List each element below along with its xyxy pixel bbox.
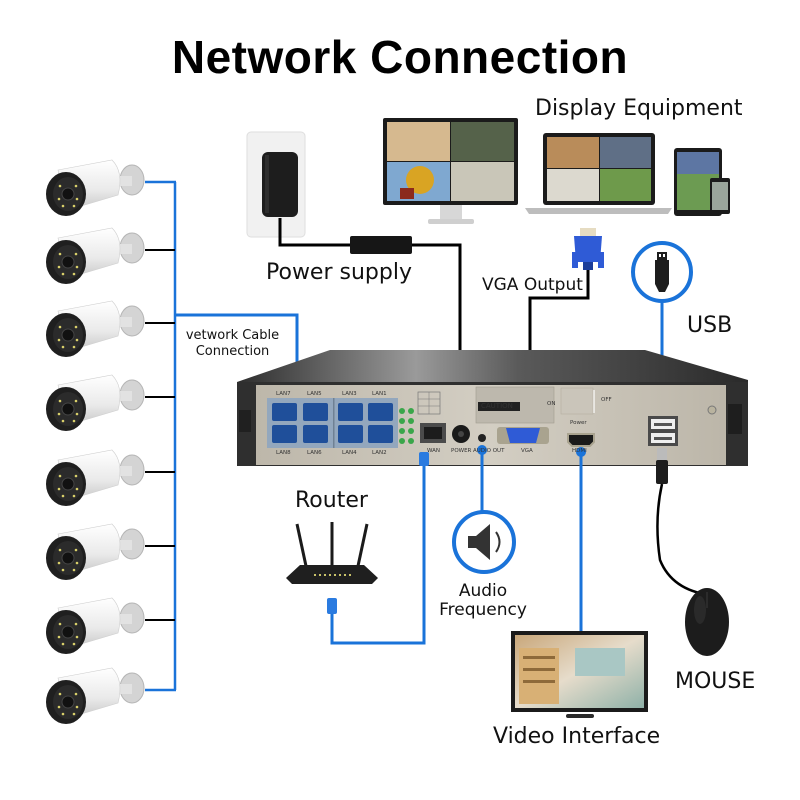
audio-label-line1: Audio (458, 581, 508, 601)
page-title: Network Connection (171, 31, 629, 83)
vga-connector-icon (528, 228, 604, 372)
usb-label: USB (687, 313, 733, 338)
lan-label-bottom: LAN6 (307, 450, 322, 456)
bullet-camera-icon (46, 159, 145, 216)
lan-port (272, 403, 297, 421)
lan-port-grid (272, 403, 393, 443)
switch-off-label: OFF (601, 397, 612, 403)
lan-port (338, 425, 363, 443)
bullet-camera-icon (46, 300, 145, 357)
nvr-recorder (237, 350, 748, 466)
power-port-label: POWER (451, 448, 472, 454)
lan-label-top: LAN1 (372, 391, 387, 397)
audio-frequency-label: Audio Frequency (435, 582, 531, 620)
lan-port (303, 425, 328, 443)
mouse-cable (656, 448, 711, 597)
vga-port (506, 428, 540, 443)
router-cable (327, 452, 429, 645)
lan-port (272, 425, 297, 443)
monitor-icon (383, 118, 518, 224)
lan-label-bottom: LAN8 (276, 450, 291, 456)
lan-port (368, 425, 393, 443)
lan-port (303, 403, 328, 421)
video-monitor-icon (511, 631, 648, 718)
nvr-top-cover (237, 350, 748, 384)
lan-label-top: LAN3 (342, 391, 357, 397)
hdmi-cable (576, 447, 586, 632)
audio-out-label: AUDIO OUT (473, 448, 505, 454)
vga-port-label: VGA (521, 448, 533, 454)
hdmi-label: HDMI (572, 448, 587, 454)
router-icon (286, 522, 378, 584)
mouse-label: MOUSE (675, 669, 756, 694)
bullet-camera-icon (46, 597, 145, 654)
video-interface-label: Video Interface (493, 724, 661, 749)
status-led-array (399, 408, 414, 444)
speaker-icon (452, 510, 516, 574)
laptop-icon (525, 133, 672, 214)
switch-power-label: Power (570, 420, 587, 426)
network-cable-label: vetwork Cable Connection (180, 328, 285, 360)
lan-label-bottom: LAN2 (372, 450, 387, 456)
network-cable-label-line2: Connection (195, 344, 270, 359)
lan-label-bottom: LAN4 (342, 450, 357, 456)
wan-label: WAN (427, 448, 441, 454)
mouse-icon (685, 588, 729, 656)
display-equipment-label: Display Equipment (535, 96, 743, 121)
bullet-camera-icon (46, 523, 145, 580)
lan-port (338, 403, 363, 421)
network-cable-label-line1: vetwork Cable (185, 328, 280, 343)
hdmi-port (567, 433, 595, 447)
audio-cable (477, 445, 487, 512)
caution-label: CAUTION (481, 402, 513, 410)
power-brick (350, 236, 412, 254)
phone-icon (710, 178, 730, 214)
switch-on-label: ON (547, 401, 556, 407)
bullet-camera-icon (46, 667, 145, 724)
bullet-camera-icon (46, 449, 145, 506)
lan-label-top: LAN7 (276, 391, 291, 397)
lan-label-top: LAN5 (307, 391, 322, 397)
audio-label-line2: Frequency (439, 600, 527, 620)
audio-out-port (478, 434, 486, 442)
vga-output-label: VGA Output (482, 275, 583, 295)
router-label: Router (295, 488, 368, 513)
bullet-camera-icon (46, 227, 145, 284)
power-supply-label: Power supply (266, 260, 412, 285)
camera-list (46, 159, 145, 724)
lan-port (368, 403, 393, 421)
bullet-camera-icon (46, 374, 145, 431)
